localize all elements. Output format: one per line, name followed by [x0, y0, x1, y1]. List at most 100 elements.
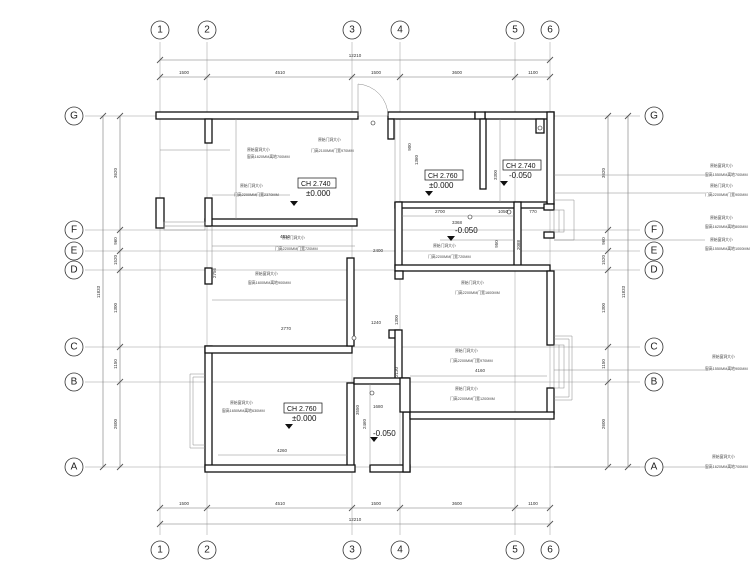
inner-dim-4260: 4260 — [277, 448, 288, 453]
row-label-right-d: D — [650, 265, 657, 276]
door-note-size-3: 门高2200MM门宽900MM — [705, 192, 748, 197]
inner-dim-2088: 2088 — [516, 239, 521, 250]
win-note-size-5: 窗高1600MM离地900MM — [248, 280, 291, 285]
win-note-size-2: 窗高1550MM离地700MM — [705, 172, 748, 177]
row-label-right-a: A — [651, 462, 658, 473]
room-tag-bath-upper: CH 2.740 -0.050 — [500, 159, 542, 186]
top-dim-4: 3600 — [452, 70, 463, 75]
inner-dim-3368: 3368 — [452, 220, 463, 225]
bottom-dim-5: 1100 — [528, 501, 538, 506]
right-dim-4: 1300 — [601, 302, 606, 313]
room-tag-living: CH 2.740 ±0.000 — [290, 177, 337, 206]
col-label-top-5: 5 — [512, 25, 518, 36]
inner-dimensions: 4510 2700 1050 770 3368 2770 1240 4160 4… — [212, 143, 537, 453]
inner-dim-2460: 2460 — [362, 418, 367, 429]
row-label-right-c: C — [650, 342, 657, 353]
col-label-bottom-2: 2 — [204, 545, 210, 556]
inner-dim-1680: 1680 — [373, 404, 384, 409]
door-note-label-7: 原始门洞大小 — [455, 348, 478, 353]
col-label-bottom-1: 1 — [157, 545, 163, 556]
col-label-top-4: 4 — [397, 25, 403, 36]
left-dim-6: 2600 — [113, 418, 118, 429]
top-dim-5: 1100 — [528, 70, 538, 75]
door-note-label-1: 原始门洞大小 — [318, 137, 341, 142]
win-note-label-5: 原始窗洞大小 — [255, 271, 278, 276]
inner-dim-2770: 2770 — [281, 326, 292, 331]
inner-dim-4160: 4160 — [475, 368, 486, 373]
win-note-size-6: 窗高1550MM离地900MM — [705, 366, 748, 371]
col-label-top-3: 3 — [349, 25, 355, 36]
row-label-left-b: B — [71, 377, 78, 388]
door-note-size-5: 门高2200MM门宽720MM — [428, 254, 471, 259]
win-note-label-7: 原始窗洞大小 — [230, 400, 253, 405]
left-total-dim: 11833 — [96, 285, 101, 298]
left-dim-5: 1150 — [113, 359, 118, 369]
win-note-size-8: 窗高1620MM离地700MM — [705, 464, 748, 469]
room-level-2: ±0.000 — [429, 181, 454, 190]
row-label-left-e: E — [71, 246, 78, 257]
left-dim-2: 960 — [113, 237, 118, 245]
room-level-1: ±0.000 — [306, 189, 331, 198]
right-total-dim: 11833 — [621, 285, 626, 298]
row-axis-left: G F E D C B A — [64, 106, 84, 477]
door-note-size-6: 门高2200MM门宽1600MM — [455, 290, 500, 295]
door-note-label-6: 原始门洞大小 — [461, 280, 484, 285]
right-dim-2: 960 — [601, 237, 606, 245]
win-note-label-3: 原始窗洞大小 — [710, 215, 733, 220]
door-note-label-5: 原始门洞大小 — [433, 243, 456, 248]
level-tag-bath-lower: -0.050 — [370, 429, 396, 442]
door-note-label-8: 原始门洞大小 — [455, 386, 478, 391]
opening-annotations: 原始窗洞大小 窗高1620MM离地700MM 原始门洞大小 门高2100MM门宽… — [222, 137, 750, 469]
win-note-label-6: 原始窗洞大小 — [712, 354, 735, 359]
sub-level-2: -0.050 — [373, 429, 396, 438]
inner-dim-770: 770 — [529, 209, 537, 214]
inner-dim-2400: 2400 — [373, 248, 384, 253]
room-ch-3: CH 2.740 — [506, 163, 536, 170]
door-note-size-4: 门高2200MM门宽720MM — [275, 246, 318, 251]
door-swing — [357, 83, 389, 117]
right-dim-5: 1150 — [601, 359, 606, 369]
room-ch-4: CH 2.760 — [287, 406, 317, 413]
inner-dim-4510: 4510 — [280, 234, 291, 239]
door-note-label-4: 原始门洞大小 — [282, 235, 305, 240]
win-note-size-7: 窗高1650MM离地630MM — [222, 408, 265, 413]
row-label-right-b: B — [651, 377, 658, 388]
win-note-size-4: 窗高1550MM离地1000MM — [705, 246, 750, 251]
top-total-dim: 12210 — [349, 53, 362, 58]
door-note-label-3: 原始门洞大小 — [710, 183, 733, 188]
door-note-size-7: 门高2200MM门宽970MM — [450, 358, 493, 363]
door-note-label-2: 原始门洞大小 — [240, 183, 263, 188]
row-label-right-g: G — [650, 111, 658, 122]
bottom-dimension-chain: 1500 4510 1500 3600 1100 12210 — [156, 501, 554, 528]
right-dim-1: 3620 — [601, 167, 606, 178]
inner-leaders — [160, 119, 705, 468]
room-level-3: -0.050 — [509, 171, 532, 180]
door-note-size-1: 门高2100MM门宽970MM — [311, 148, 354, 153]
col-label-bottom-5: 5 — [512, 545, 518, 556]
room-level-4: ±0.000 — [292, 414, 317, 423]
left-dimension-chain: 11833 3620 960 1520 1300 1150 2600 — [96, 112, 124, 471]
row-label-left-c: C — [70, 342, 77, 353]
bottom-dim-3: 1500 — [371, 501, 382, 506]
col-label-bottom-3: 3 — [349, 545, 355, 556]
win-note-size-1: 窗高1620MM离地700MM — [247, 154, 290, 159]
row-label-left-d: D — [70, 265, 77, 276]
row-label-right-e: E — [651, 246, 658, 257]
inner-dim-1300: 1300 — [394, 314, 399, 325]
win-note-size-3: 窗高1620MM离地800MM — [705, 224, 748, 229]
door-note-size-8: 门高2200MM门宽1200MM — [450, 396, 495, 401]
top-dim-1: 1500 — [179, 70, 190, 75]
win-note-label-2: 原始窗洞大小 — [710, 163, 733, 168]
room-tag-kitchen: CH 2.760 ±0.000 — [424, 169, 464, 196]
column-axis-bottom: 1 2 3 4 5 6 — [150, 540, 560, 560]
left-dim-1: 3620 — [113, 167, 118, 178]
column-axis-top: 1 2 3 4 5 6 — [150, 20, 560, 40]
walls — [155, 111, 555, 473]
top-dim-3: 1500 — [371, 70, 382, 75]
inner-dim-1240: 1240 — [371, 320, 382, 325]
door-note-size-2: 门高2200MM门宽2370MM — [234, 192, 279, 197]
inner-dim-900: 900 — [407, 143, 412, 151]
inner-dim-1360: 1360 — [414, 154, 419, 165]
row-axis-right: G F E D C B A — [644, 106, 664, 477]
